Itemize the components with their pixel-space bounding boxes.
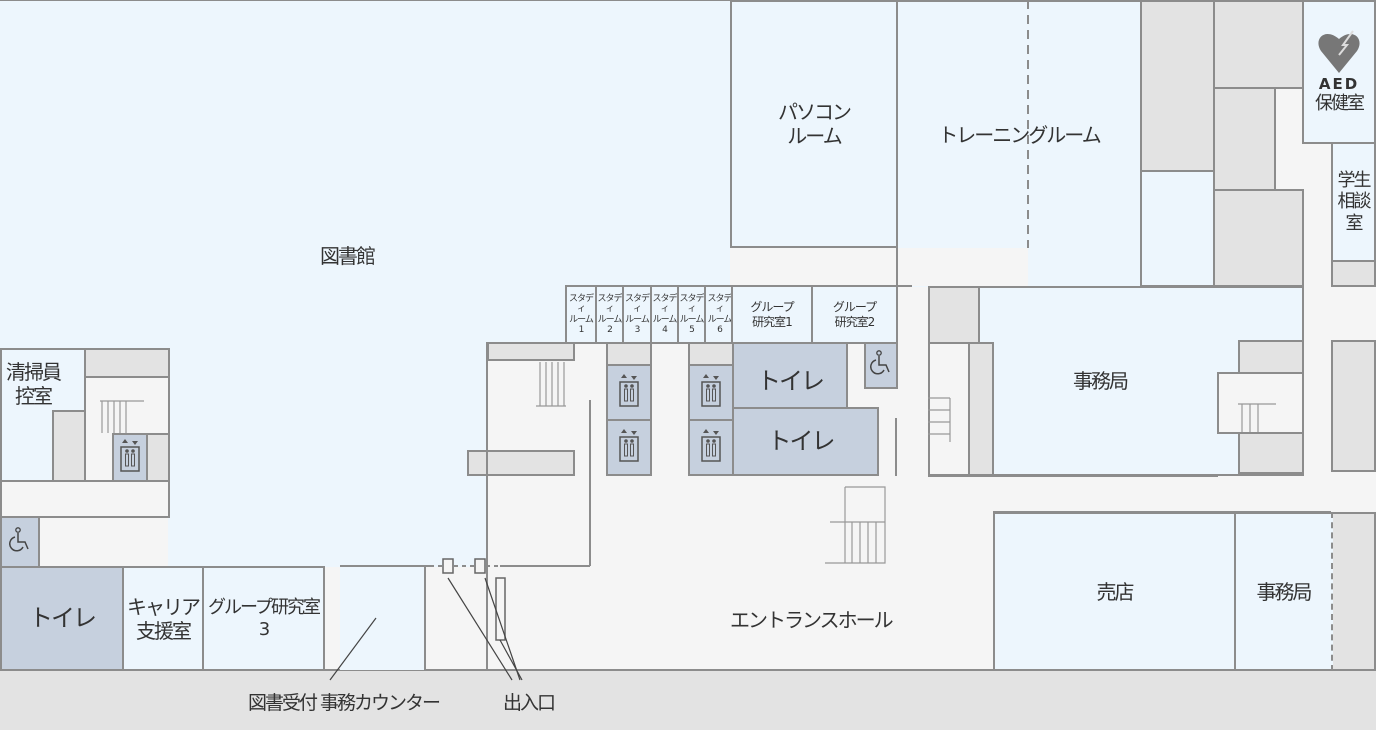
entrance-callout: 出入口 [503,692,556,714]
library-area[interactable] [0,0,730,287]
office-upper-label: 事務局 [1073,369,1129,393]
corridor [0,480,170,518]
cleaner-room-label: 清掃員 控室 [6,360,62,408]
shop-label: 売店 [1096,579,1135,604]
group-room-3[interactable]: グループ研究室 3 [202,566,325,671]
elevator[interactable] [688,419,734,476]
service-room [1238,432,1304,474]
group-room-2[interactable]: グループ 研究室2 [811,285,898,344]
study-room-label: スタディ ルーム 5 [679,293,704,335]
toilet-left-label: トイレ [29,604,97,633]
corridor [898,248,1028,286]
study-room-1[interactable]: スタディ ルーム 1 [565,285,597,344]
study-room-label: スタディ ルーム 1 [568,293,594,335]
career-room[interactable]: キャリア 支援室 [122,566,204,671]
corridor [38,518,168,566]
service-room [1331,340,1376,472]
training-room-label: トレーニングルーム [938,122,1101,147]
career-room-label: キャリア 支援室 [127,594,201,643]
callout-leaders [329,577,523,681]
wheelchair-icon [870,350,892,380]
wheelchair-icon [9,527,31,557]
accessible-toilet[interactable] [0,516,40,568]
aed-heart-icon [1318,30,1360,74]
toilet-2[interactable]: トイレ [732,407,879,476]
pc-room-label: パソコン ルーム [778,100,852,148]
library-label: 図書館 [320,244,376,268]
elevator-icon [618,373,640,411]
entrance-hall-label: エントランスホール [730,608,894,632]
health-room-label: 保健室 [1315,93,1365,115]
service-room [928,286,980,344]
stairs-icon [100,400,144,433]
library-area[interactable] [0,286,582,342]
library-counter-area[interactable] [340,566,426,670]
service-room [1238,340,1304,374]
service-room [1331,512,1376,671]
service-room [467,450,575,476]
toilet-2-label: トイレ [767,427,836,456]
outer-walkway [0,669,1376,730]
elevator[interactable] [606,419,652,476]
service-room [1213,189,1304,287]
elevator-icon [618,428,640,466]
group-room-1[interactable]: グループ 研究室1 [731,285,813,344]
toilet-1-label: トイレ [757,366,825,395]
counseling-room-label: 学生 相談 室 [1337,169,1372,234]
service-room [52,410,86,482]
study-room-label: スタディ ルーム 6 [707,293,732,335]
service-room [606,342,652,366]
elevator-icon [119,438,141,476]
study-room-label: スタディ ルーム 2 [597,293,622,335]
entrance-doors [442,558,506,641]
elevator-icon [700,428,722,466]
stairwell [928,342,970,476]
group-room-3-label: グループ研究室 3 [208,596,321,640]
stairs-icon [536,362,566,407]
study-room-label: スタディ ルーム 3 [624,293,650,335]
service-room [146,433,170,482]
training-room[interactable]: トレーニングルーム [896,0,1142,287]
stairs-icon [825,486,886,564]
toilet-left[interactable]: トイレ [0,566,124,671]
aed-label: AED [1318,75,1360,94]
study-room-label: スタディ ルーム 4 [652,293,677,335]
office-lower[interactable]: 事務局 [1234,512,1333,671]
service-room [84,348,170,378]
counseling-room[interactable]: 学生 相談 室 [1331,142,1376,262]
accessible-toilet[interactable] [864,342,898,389]
service-room [968,342,994,476]
office-lower-label: 事務局 [1256,579,1313,604]
elevator-icon [700,373,722,411]
library-counter-callout: 図書受付 事務カウンター [248,692,441,714]
service-room [1331,260,1376,287]
group-room-2-label: グループ 研究室2 [832,300,877,329]
group-room-1-label: グループ 研究室1 [750,300,794,329]
stairs-icon [928,397,1276,442]
